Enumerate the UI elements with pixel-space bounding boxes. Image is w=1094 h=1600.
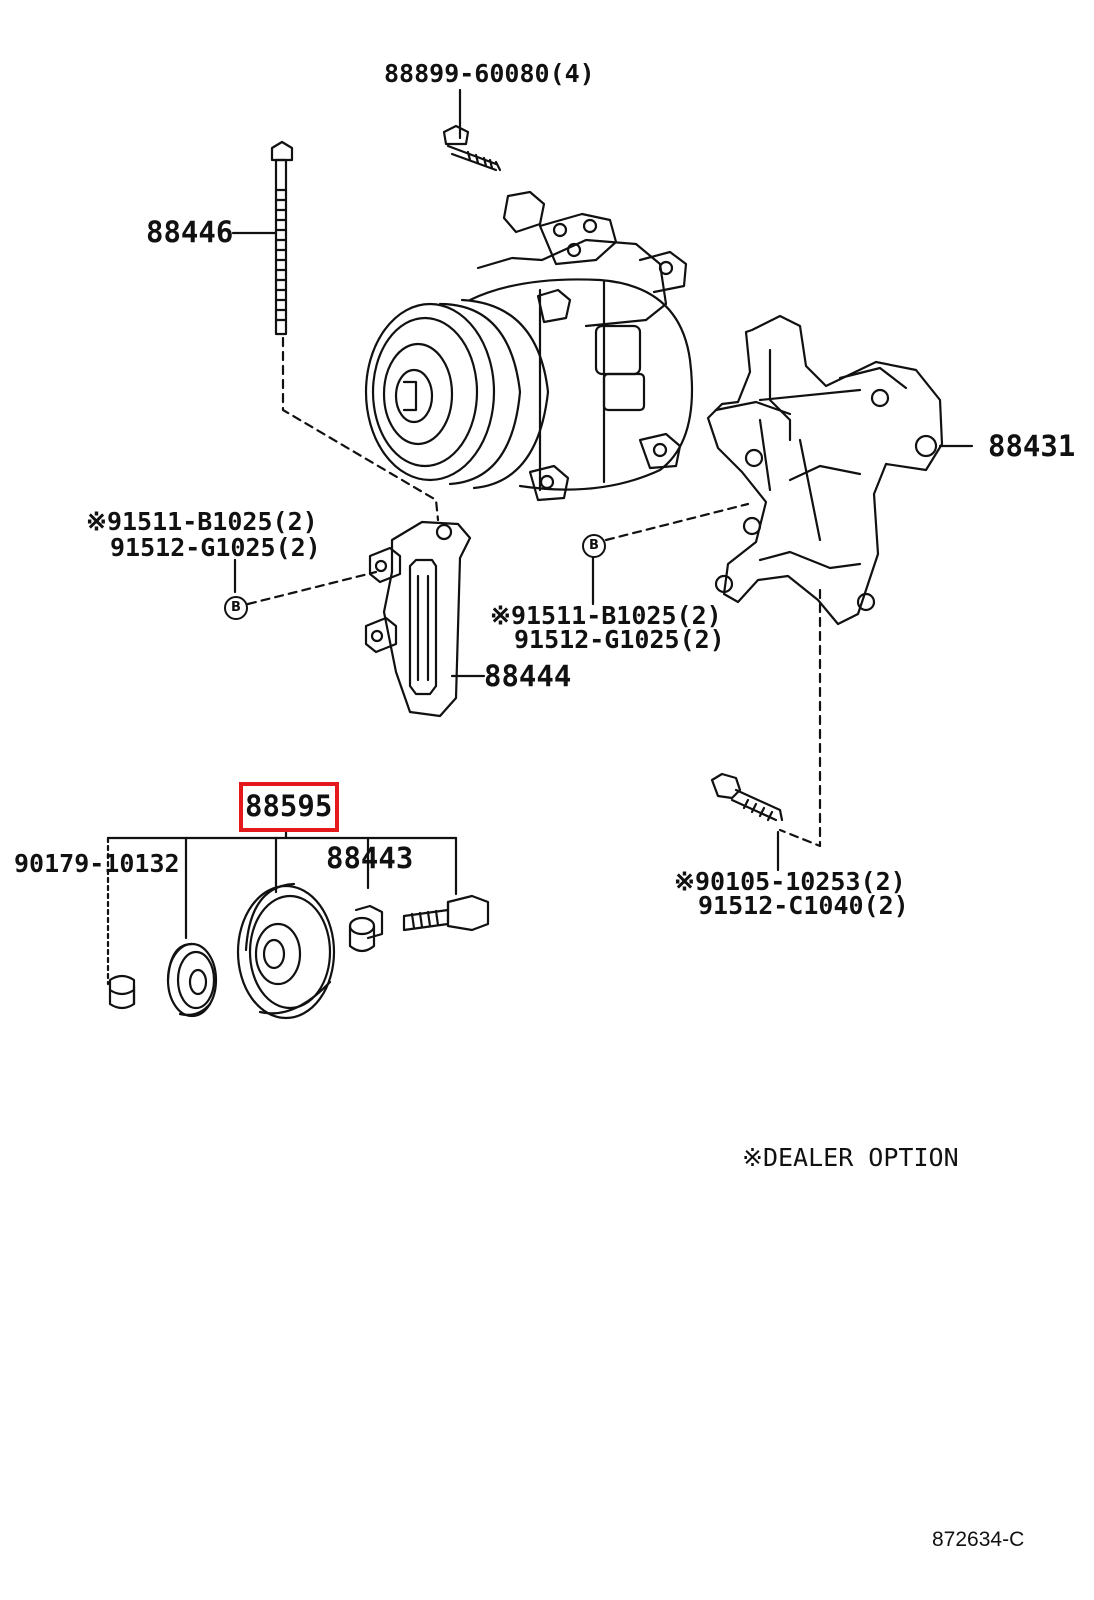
- callout-b-marker-right: B: [582, 534, 606, 558]
- compressor: [364, 190, 694, 502]
- part-label-91511-b1025-left[interactable]: ※91511-B1025(2): [86, 507, 318, 536]
- part-label-91511-b1025-right[interactable]: ※91511-B1025(2): [490, 601, 722, 630]
- callout-b-left-leaders: [233, 558, 378, 606]
- bolt-90105: [710, 772, 784, 872]
- idler-assembly-88595: [106, 830, 490, 1020]
- guide-line-88446: [281, 336, 440, 522]
- part-label-88446[interactable]: 88446: [146, 215, 234, 249]
- part-label-91512-c1040[interactable]: 91512-C1040(2): [698, 891, 909, 920]
- part-label-91512-g1025-right[interactable]: 91512-G1025(2): [514, 625, 725, 654]
- bracket-88444: [364, 520, 486, 718]
- part-label-88431[interactable]: 88431: [988, 429, 1076, 463]
- callout-b-right-leaders: [591, 502, 750, 606]
- bolt-88446: [231, 140, 294, 336]
- bolt-88899: [442, 88, 502, 172]
- part-label-88444[interactable]: 88444: [484, 659, 572, 693]
- part-label-91512-g1025-left[interactable]: 91512-G1025(2): [110, 533, 321, 562]
- selected-part-highlight: [239, 782, 339, 832]
- guide-line-90105: [778, 588, 822, 848]
- part-label-90179-10132[interactable]: 90179-10132: [14, 849, 180, 878]
- bracket-88431: [706, 314, 974, 626]
- callout-b-marker-left: B: [224, 596, 248, 620]
- part-label-88443[interactable]: 88443: [326, 841, 414, 875]
- part-label-90105-10253[interactable]: ※90105-10253(2): [674, 867, 906, 896]
- part-label-88595[interactable]: 88595: [245, 789, 333, 823]
- dealer-option-note: ※DEALER OPTION: [742, 1143, 959, 1172]
- part-label-88899-60080[interactable]: 88899-60080(4): [384, 59, 595, 88]
- figure-code: 872634-C: [932, 1528, 1025, 1551]
